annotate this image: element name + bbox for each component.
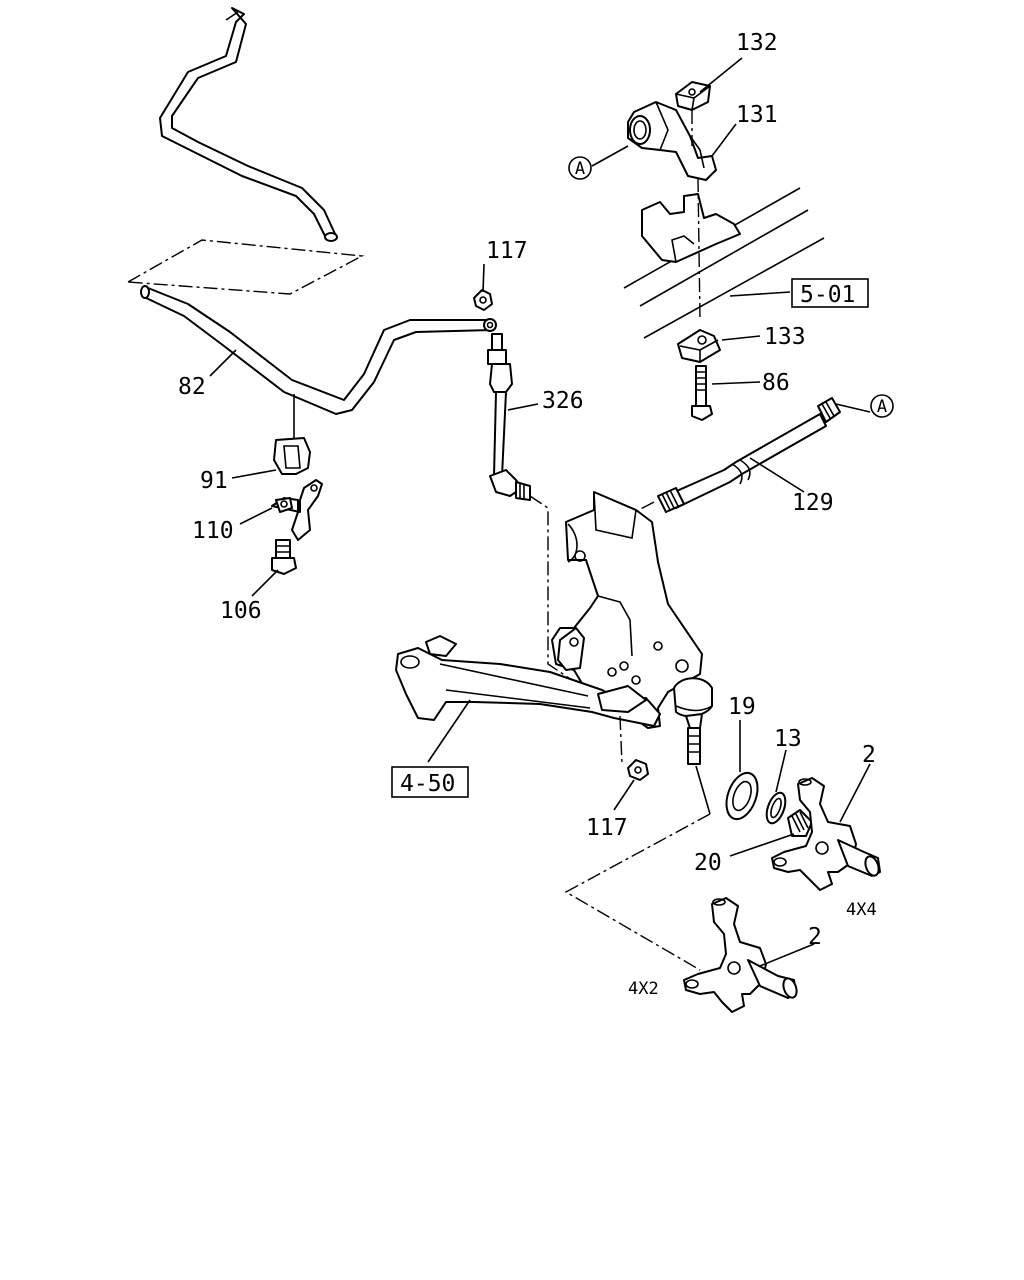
label-2-lower: 2 [808, 924, 822, 950]
label-133: 133 [764, 324, 806, 350]
steering-knuckle-4x4 [771, 777, 881, 891]
ref-box-4-50 [391, 766, 469, 798]
label-117-top: 117 [486, 238, 528, 264]
ref-box-5-01 [791, 278, 869, 308]
nut-117-top [473, 289, 493, 311]
label-4-50: 4-50 [400, 771, 455, 797]
frame-rail [623, 187, 825, 339]
torsion-bar-129 [657, 397, 841, 513]
block-133 [677, 329, 721, 363]
label-132: 132 [736, 30, 778, 56]
stabilizer-link-326 [487, 333, 531, 501]
leader-lines [209, 57, 871, 967]
label-82: 82 [178, 374, 206, 400]
label-131: 131 [736, 102, 778, 128]
reference-a-left-label: A [575, 159, 585, 179]
label-20: 20 [694, 850, 722, 876]
nut-117-bottom [627, 759, 649, 781]
stabilizer-bar-upper [159, 7, 338, 242]
clamp-131 [627, 101, 717, 181]
bearing-20 [787, 809, 813, 837]
label-variant-4x4: 4X4 [846, 900, 877, 920]
lower-control-arm [395, 635, 661, 727]
ring-13 [765, 791, 787, 825]
label-110: 110 [192, 518, 234, 544]
block-132 [675, 81, 711, 111]
label-91: 91 [200, 468, 228, 494]
reference-a-right: A [870, 394, 894, 418]
label-5-01: 5-01 [800, 282, 855, 308]
break-frame [125, 239, 365, 295]
label-variant-4x2: 4X2 [628, 979, 659, 999]
ball-joint [673, 677, 713, 765]
steering-knuckle-4x2 [683, 897, 798, 1013]
label-129: 129 [792, 490, 834, 516]
label-19: 19 [728, 694, 756, 720]
label-117-bottom: 117 [586, 815, 628, 841]
label-106: 106 [220, 598, 262, 624]
label-326: 326 [542, 388, 584, 414]
reference-a-left: A [568, 156, 592, 180]
bushing-91 [273, 437, 311, 475]
label-13: 13 [774, 726, 802, 752]
bolt-86 [691, 365, 713, 421]
part-labels: 132 131 117 5-01 133 86 326 82 91 110 10… [178, 30, 877, 999]
label-86: 86 [762, 370, 790, 396]
stabilizer-bar-lower [140, 285, 497, 415]
seal-19 [725, 771, 759, 821]
bracket-110 [271, 479, 323, 541]
reference-a-right-label: A [877, 397, 887, 417]
bolt-106 [271, 539, 297, 575]
label-2-upper: 2 [862, 742, 876, 768]
